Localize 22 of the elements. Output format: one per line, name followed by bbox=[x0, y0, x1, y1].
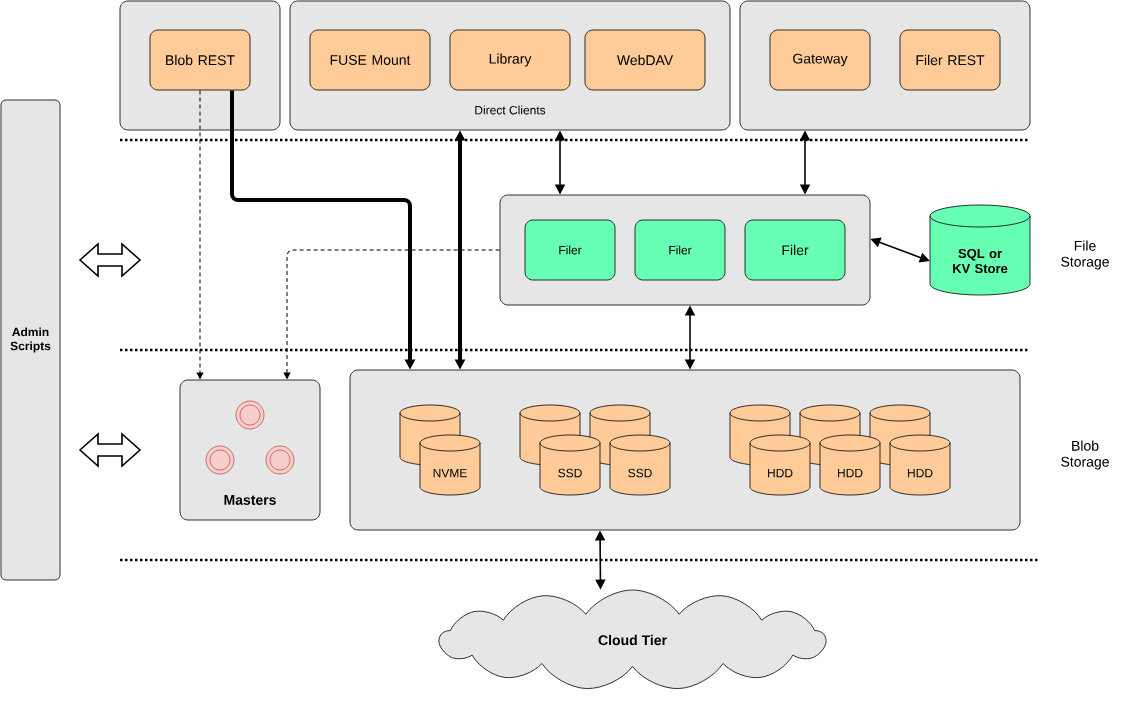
client-box: FUSE Mount bbox=[309, 29, 431, 91]
admin-scripts-bar: Admin Scripts bbox=[0, 99, 61, 581]
disk-cylinder: SSD bbox=[539, 434, 601, 496]
disk-cylinder: HDD bbox=[749, 434, 811, 496]
masters-box: Masters bbox=[179, 379, 321, 521]
dashed-arrow bbox=[196, 89, 204, 379]
layer-label: File Storage bbox=[1061, 240, 1109, 270]
disk-cylinder: NVME bbox=[419, 434, 481, 496]
filer-box: Filer bbox=[524, 219, 616, 281]
disk-cylinder: HDD bbox=[889, 434, 951, 496]
client-box: WebDAV bbox=[584, 29, 706, 91]
client-box: Filer REST bbox=[899, 29, 1001, 91]
client-box: Library bbox=[449, 29, 571, 91]
client-box: Gateway bbox=[769, 29, 871, 91]
database-cylinder: SQL or KV Store bbox=[929, 204, 1031, 296]
disk-cylinder: SSD bbox=[609, 434, 671, 496]
filer-box: Filer bbox=[634, 219, 726, 281]
client-box: Blob REST bbox=[149, 29, 251, 91]
layer-label: Blob Storage bbox=[1061, 440, 1109, 470]
dashed-arrow bbox=[283, 249, 501, 379]
disk-cylinder: HDD bbox=[819, 434, 881, 496]
filer-box: Filer bbox=[744, 219, 846, 281]
